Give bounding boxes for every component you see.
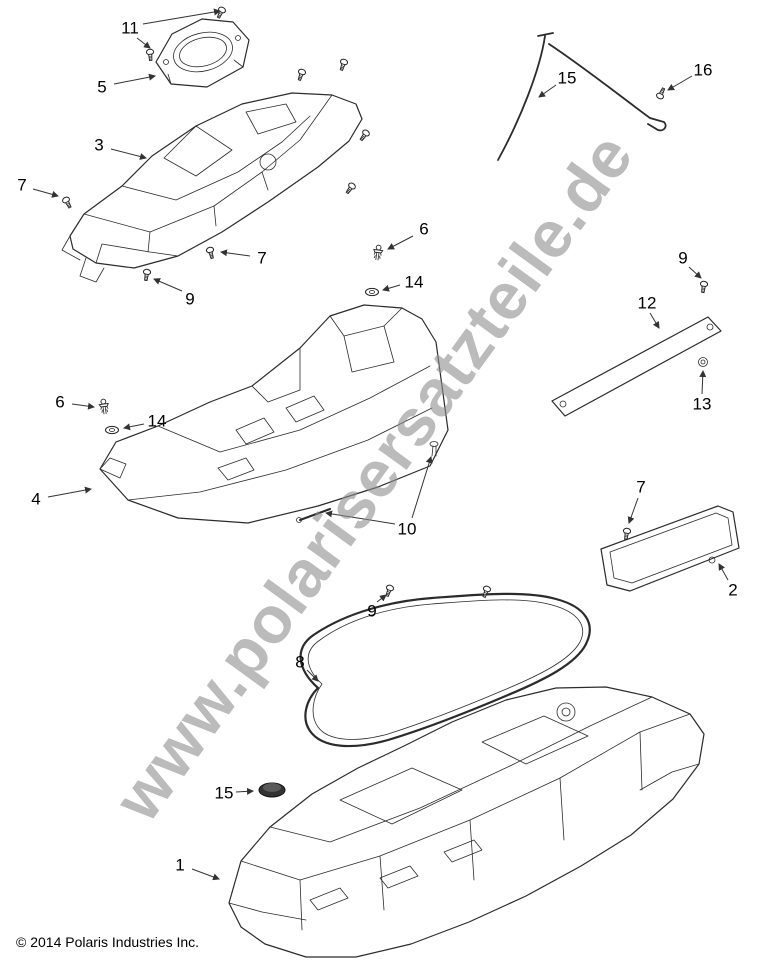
part-4-panel-illustration	[99, 304, 449, 524]
callout-8: 8	[295, 653, 304, 672]
callout-7: 7	[17, 176, 26, 195]
leader-line-8	[306, 669, 319, 682]
part-2-access-panel-illustration	[600, 505, 740, 592]
callout-14: 14	[148, 412, 167, 431]
callout-5: 5	[97, 78, 106, 97]
leader-line-1	[191, 868, 220, 881]
callout-13: 13	[693, 395, 712, 414]
leader-line-7	[32, 188, 59, 198]
part-12-strap-illustration	[551, 316, 722, 417]
leader-line-10	[325, 510, 396, 525]
callout-11: 11	[121, 19, 139, 38]
callout-9: 9	[367, 602, 376, 621]
leader-line-2	[718, 563, 729, 581]
leader-line-4	[47, 486, 92, 498]
callout-6: 6	[55, 393, 64, 412]
callout-layer: 11 5 3 7 9 7 6 14 15 16 9 12 13 6 14 4 10 7 2 9 8 15 1	[17, 8, 738, 881]
callout-14: 14	[405, 273, 424, 292]
screw-icon	[141, 268, 152, 282]
leader-line-15	[538, 84, 557, 98]
leader-line-14	[123, 423, 145, 431]
part-1-main-body-illustration	[228, 686, 705, 958]
leader-line-7	[220, 249, 251, 257]
screw-icon	[295, 67, 307, 82]
part-5-bracket-illustration	[155, 18, 250, 88]
screw-icon	[205, 245, 217, 260]
screw-icon	[357, 128, 371, 143]
callout-15: 15	[215, 784, 234, 803]
screw-icon	[337, 57, 349, 72]
leader-line-7	[627, 497, 639, 524]
callout-12: 12	[638, 294, 657, 313]
callout-2: 2	[728, 581, 737, 600]
part-10-pin-illustration	[296, 441, 439, 523]
leader-line-6	[71, 402, 95, 410]
screw-icon	[61, 195, 74, 210]
screw-icon	[214, 5, 227, 20]
leader-line-11	[136, 37, 151, 49]
callout-10: 10	[398, 520, 417, 539]
callout-1: 1	[175, 856, 184, 875]
part-15-prop-rod-illustration	[497, 32, 667, 161]
leader-line-13	[699, 370, 707, 395]
washer-icon	[105, 425, 119, 435]
leader-line-16	[667, 75, 693, 91]
callout-9: 9	[678, 249, 687, 268]
part-3-hood-illustration	[61, 92, 363, 283]
screw-icon	[145, 48, 155, 62]
clip-icon	[371, 244, 384, 262]
part-15-plug-illustration	[258, 782, 286, 798]
callout-7: 7	[257, 249, 266, 268]
callout-3: 3	[94, 136, 103, 155]
callout-7: 7	[636, 478, 645, 497]
screw-icon	[343, 181, 357, 196]
leader-line-14	[382, 284, 401, 292]
callout-16: 16	[694, 61, 713, 80]
leader-line-11	[142, 8, 221, 25]
screw-icon	[698, 280, 709, 294]
washer-icon	[365, 287, 379, 297]
callout-9: 9	[185, 290, 194, 309]
part-8-seal-illustration	[299, 592, 591, 748]
leader-line-3	[110, 148, 147, 160]
callout-6: 6	[419, 220, 428, 239]
leader-line-5	[113, 73, 156, 85]
leader-line-9	[376, 594, 387, 603]
leader-line-9	[153, 278, 183, 292]
leader-line-6	[387, 235, 414, 250]
bolt-icon	[655, 86, 668, 101]
callout-4: 4	[31, 490, 40, 509]
screw-icon	[480, 584, 492, 599]
leader-line-9	[688, 266, 702, 279]
leader-line-15	[235, 787, 254, 795]
leader-line-12	[649, 312, 660, 329]
clip-icon	[98, 398, 111, 416]
copyright-text: © 2014 Polaris Industries Inc.	[16, 934, 199, 950]
callout-15: 15	[558, 69, 577, 88]
leader-line-10	[411, 456, 433, 519]
part-13-nut-illustration	[698, 357, 708, 367]
